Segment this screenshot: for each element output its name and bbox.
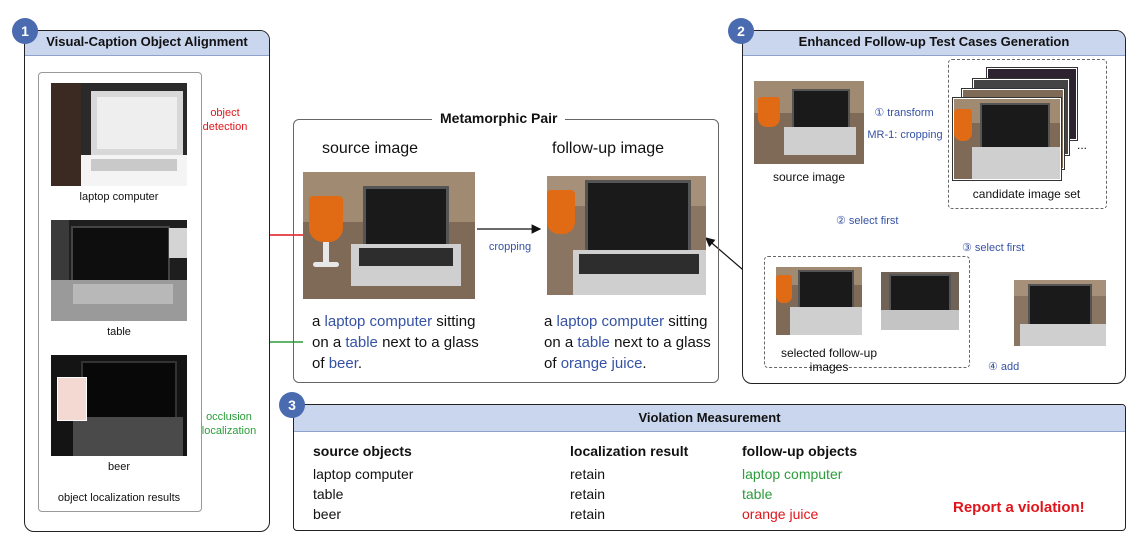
row1-followup: laptop computer [742, 466, 843, 482]
source-image-title: source image [322, 140, 419, 157]
panel1-badge: 1 [12, 18, 38, 44]
panel2-source-image [754, 81, 864, 164]
localization-results-box [38, 72, 202, 512]
panel1-title: Visual-Caption Object Alignment [25, 31, 269, 56]
candidate-image-1 [953, 98, 1061, 180]
row2-source: table [313, 486, 344, 502]
selected-image-1 [776, 267, 862, 335]
selected-followup-label: selected follow-up images [780, 346, 878, 374]
source-object-beer: beer [328, 355, 358, 372]
source-caption-text-2: sitting on a [312, 313, 476, 351]
occlusion-localization-label: occlusion localization [201, 411, 257, 437]
followup-image-title: follow-up image [552, 140, 665, 157]
violation-report: Report a violation! [953, 499, 1085, 516]
followup-caption-text-1: a [544, 313, 557, 330]
followup-image [547, 176, 706, 295]
object-detection-label: object detection [202, 107, 248, 133]
mr1-cropping-label: MR-1: cropping [867, 129, 943, 141]
panel3-badge: 3 [279, 392, 305, 418]
table-detection-thumb [51, 220, 187, 321]
row3-followup: orange juice [742, 506, 819, 522]
source-caption-text-1: a [312, 313, 325, 330]
source-caption-text-3: next to a glass of [312, 334, 479, 372]
header-localization-result: localization result [570, 443, 689, 459]
selected-image-2 [881, 272, 959, 330]
select-first-step3: ③ select first [962, 242, 1025, 254]
candidate-set-box [948, 59, 1107, 209]
laptop-detection-thumb [51, 83, 187, 186]
next-selected-image [1014, 280, 1106, 346]
candidate-ellipsis: ... [1077, 138, 1088, 152]
followup-caption-text-3: next to a glass of [544, 334, 711, 372]
source-caption: a laptop computer sitting on a table nex… [312, 311, 488, 374]
beer-thumb-label: beer [107, 461, 131, 473]
source-caption-text-4: . [357, 355, 363, 372]
panel-violation-measurement: Violation Measurement [293, 404, 1126, 531]
metamorphic-pair-title: Metamorphic Pair [432, 110, 566, 126]
panel2-badge: 2 [728, 18, 754, 44]
laptop-thumb-label: laptop computer [79, 191, 159, 203]
followup-object-laptop: laptop computer [556, 313, 665, 330]
row3-source: beer [313, 506, 342, 522]
cropping-label: cropping [488, 241, 532, 253]
header-followup-objects: follow-up objects [742, 443, 858, 459]
followup-caption: a laptop computer sitting on a table nex… [544, 311, 720, 374]
followup-object-table: table [577, 334, 610, 351]
source-object-laptop: laptop computer [324, 313, 433, 330]
panel3-title: Violation Measurement [294, 405, 1125, 432]
followup-caption-text-2: sitting on a [544, 313, 708, 351]
row2-result: retain [570, 486, 606, 502]
row1-source: laptop computer [313, 466, 414, 482]
panel2-title: Enhanced Follow-up Test Cases Generation [743, 31, 1125, 56]
row2-followup: table [742, 486, 773, 502]
header-source-objects: source objects [313, 443, 412, 459]
table-thumb-label: table [107, 326, 131, 338]
source-object-table: table [345, 334, 378, 351]
row1-result: retain [570, 466, 606, 482]
panel2-source-label: source image [772, 170, 846, 184]
row3-result: retain [570, 506, 606, 522]
add-step4: ④ add [988, 361, 1020, 373]
beer-occlusion-thumb [51, 355, 187, 456]
selected-followup-box [764, 256, 970, 368]
transform-step-label: ① transform [874, 107, 934, 119]
localization-results-label: object localization results [57, 492, 181, 504]
candidate-set-label: candidate image set [972, 187, 1081, 201]
source-image [303, 172, 475, 299]
followup-caption-text-4: . [642, 355, 647, 372]
followup-object-orange-juice: orange juice [560, 355, 643, 372]
select-first-step2: ② select first [836, 215, 899, 227]
